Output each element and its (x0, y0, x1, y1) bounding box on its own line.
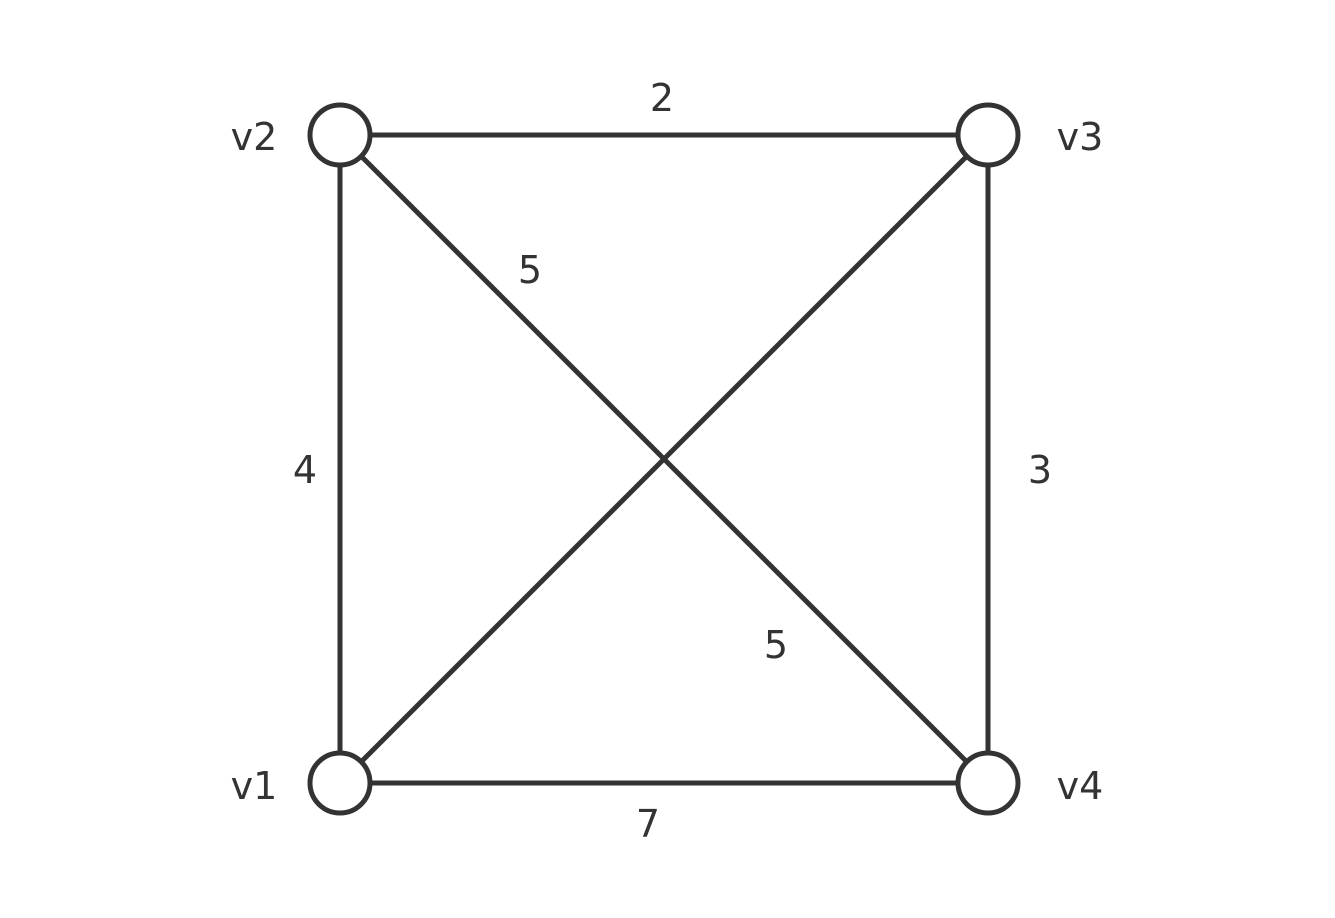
edge-weight-v2-v3: 2 (650, 76, 674, 120)
edge-weight-v2-v4: 5 (518, 248, 542, 292)
node-v2 (307, 102, 373, 168)
edge-v1-v3 (359, 154, 969, 764)
node-label-v2: v2 (231, 115, 278, 159)
node-v4 (955, 750, 1021, 816)
edge-weight-v1-v2: 4 (293, 448, 317, 492)
edge-weight-v3-v4: 3 (1028, 448, 1052, 492)
node-v1 (307, 750, 373, 816)
edge-weight-v1-v3: 5 (764, 623, 788, 667)
node-label-v1: v1 (231, 764, 278, 808)
node-label-v4: v4 (1057, 764, 1104, 808)
node-v3 (955, 102, 1021, 168)
node-label-v3: v3 (1057, 115, 1104, 159)
edge-weight-v1-v4: 7 (636, 802, 660, 846)
